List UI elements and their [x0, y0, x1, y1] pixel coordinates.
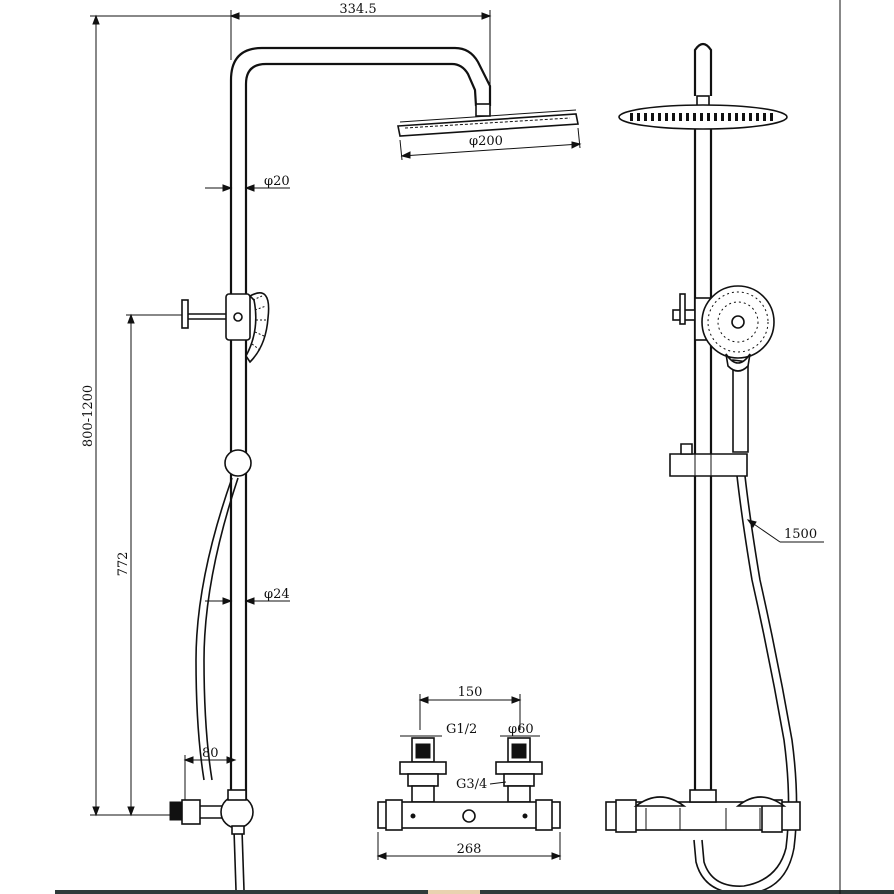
wall-offset-label: 80 [202, 746, 219, 761]
side-view: 334.5 800-1200 772 [81, 2, 582, 891]
bottom-edge-strip [55, 890, 894, 894]
mixer-detail-view: 150 G1/2 φ60 G3/4 268 [376, 685, 562, 860]
riser-and-arm [229, 46, 492, 800]
escutcheon-diameter-label: φ60 [508, 722, 534, 737]
hand-shower-front [672, 285, 775, 453]
rain-head-nozzles [404, 117, 571, 129]
inlet-spacing-label: 150 [458, 685, 483, 700]
mixer-side: 80 [169, 746, 254, 835]
head-diameter-label: φ200 [469, 134, 503, 149]
slider-knob-side [224, 449, 252, 477]
riser-diameter-dimension: φ20 [205, 174, 290, 192]
hose-length-label: 1500 [784, 527, 817, 542]
arm-length-label: 334.5 [339, 2, 376, 17]
rain-head-front [618, 104, 788, 130]
outlet-height-dimension: 772 [116, 313, 185, 817]
lower-diameter-dimension: φ24 [205, 587, 290, 605]
slider-front [669, 443, 748, 477]
inlet-thread-label: G1/2 [446, 722, 477, 737]
total-height-label: 800-1200 [81, 385, 96, 447]
arm-length-dimension: 334.5 [229, 2, 492, 88]
hose-side [195, 477, 245, 891]
mixer-width-label: 268 [457, 842, 482, 857]
riser-diameter-label: φ20 [264, 174, 290, 189]
lower-diameter-label: φ24 [264, 587, 290, 602]
hose-front: 1500 [693, 475, 824, 894]
total-height-dimension: 800-1200 [81, 14, 231, 817]
front-view: 1500 [605, 42, 824, 894]
outlet-thread-label: G3/4 [456, 777, 487, 792]
hand-shower-holder-side [181, 292, 270, 364]
outlet-height-label: 772 [116, 552, 131, 577]
rain-head-side: φ200 [397, 109, 582, 161]
mixer-front [605, 789, 801, 833]
